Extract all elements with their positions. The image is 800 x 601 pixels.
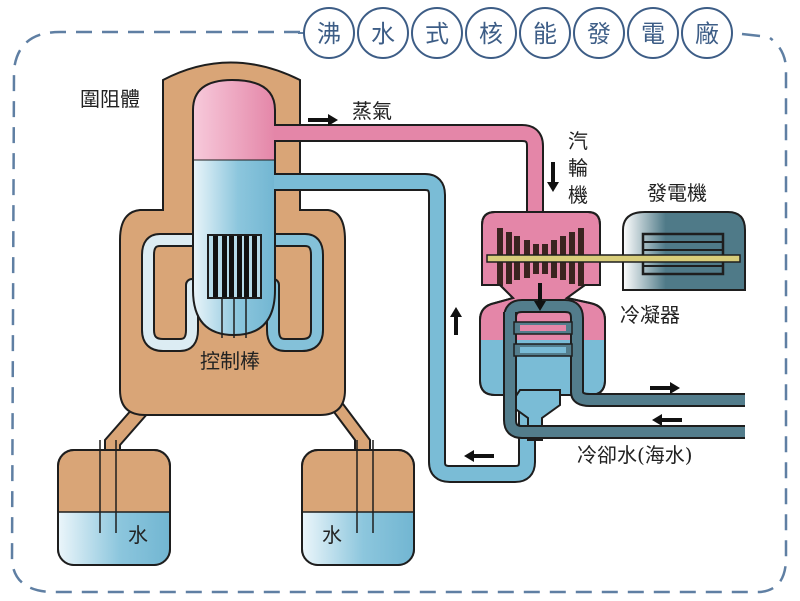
turbine-label-2: 輪: [568, 156, 588, 180]
recirculation-loop-right: [266, 233, 324, 352]
title-circle: [411, 7, 463, 59]
title: 沸水式核能發電廠: [298, 7, 733, 59]
title-circle: [573, 7, 625, 59]
arrow-right-icon: [650, 382, 680, 394]
generator: [622, 211, 746, 291]
turbine-label-3: 機: [568, 183, 588, 207]
title-char: 式: [425, 20, 449, 48]
title-char: 廠: [695, 20, 719, 48]
title-circle: [627, 7, 679, 59]
suppression-pool-right: 水: [301, 440, 415, 566]
reactor-core: [207, 234, 262, 299]
arrow-up-icon: [450, 307, 462, 335]
pool-left-label: 水: [128, 523, 148, 547]
title-char: 沸: [317, 20, 341, 48]
steam-pipe: [274, 124, 544, 214]
pool-right-label: 水: [322, 523, 342, 547]
arrow-down-icon: [547, 162, 559, 192]
control-rods-label: 控制棒: [200, 349, 260, 373]
control-rod-drives: [221, 298, 247, 338]
arrow-right-icon: [308, 114, 338, 126]
feedwater-pipe: [274, 173, 536, 483]
condenser-label: 冷凝器: [620, 303, 680, 327]
title-char: 電: [641, 20, 665, 48]
suppression-pool-left: 水: [57, 440, 171, 566]
condenser-tubes: [503, 299, 745, 439]
flow-arrows: [308, 114, 682, 462]
title-char: 水: [371, 20, 395, 48]
steam-label: 蒸氣: [352, 99, 392, 123]
title-circle: [357, 7, 409, 59]
title-char: 能: [533, 20, 557, 48]
generator-label: 發電機: [647, 181, 707, 205]
title-char: 發: [587, 20, 611, 48]
title-connector-right: [741, 32, 761, 38]
arrow-left-icon: [464, 450, 494, 462]
turbine-shaft: [486, 254, 741, 263]
title-char: 核: [479, 20, 503, 48]
arrow-down-icon: [534, 283, 546, 311]
title-circle: [519, 7, 571, 59]
turbine-label-1: 汽: [568, 129, 588, 153]
recirculation-loop-left: [141, 233, 199, 352]
arrow-left-icon: [652, 414, 682, 426]
title-circle: [465, 7, 517, 59]
containment-label: 圍阻體: [80, 87, 140, 111]
title-circle: [303, 7, 355, 59]
title-circle: [681, 7, 733, 59]
cooling-water-label: 冷卻水(海水): [577, 443, 693, 467]
